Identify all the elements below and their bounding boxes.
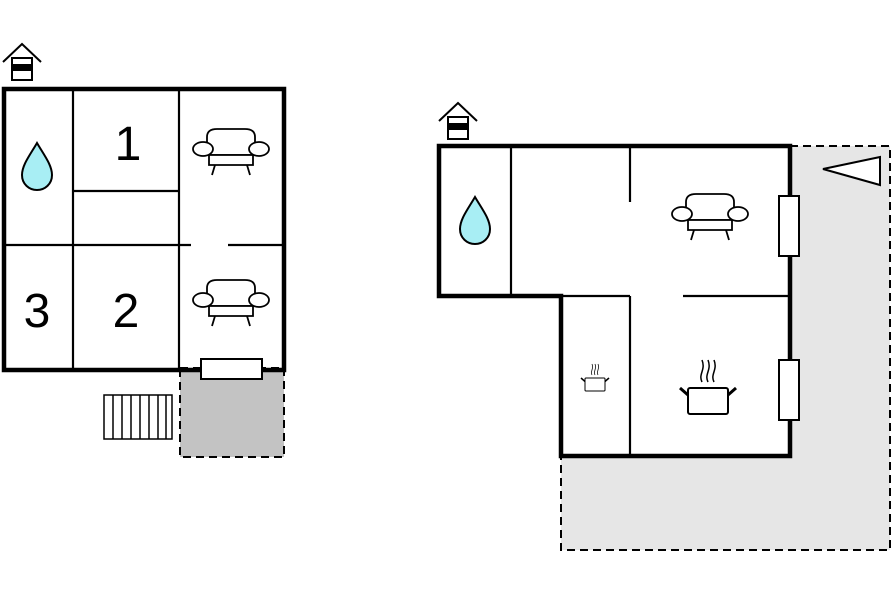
sofa-icon [192, 279, 270, 327]
left-building-outline [1, 86, 287, 373]
door-icon [200, 358, 263, 380]
right-floor-plan [436, 102, 891, 551]
window-icon [778, 195, 800, 257]
left-terrace [179, 367, 285, 458]
right-terrace [560, 145, 891, 551]
room-number-3: 3 [24, 285, 51, 338]
water-drop-icon [459, 196, 491, 245]
room-number-1: 1 [115, 118, 142, 171]
room-number-2: 2 [113, 285, 140, 338]
arrow-icon [822, 155, 881, 187]
sofa-icon [671, 193, 749, 241]
sofa-icon [192, 128, 270, 176]
water-drop-icon [21, 142, 53, 191]
pot-icon [580, 363, 610, 392]
house-level-icon [438, 102, 478, 140]
pot-icon [678, 358, 738, 416]
right-building-outline [436, 143, 793, 459]
window-icon [778, 359, 800, 421]
left-floor-plan: 1 2 3 [1, 43, 287, 458]
stairs-icon [103, 394, 173, 440]
house-level-icon [2, 43, 42, 81]
